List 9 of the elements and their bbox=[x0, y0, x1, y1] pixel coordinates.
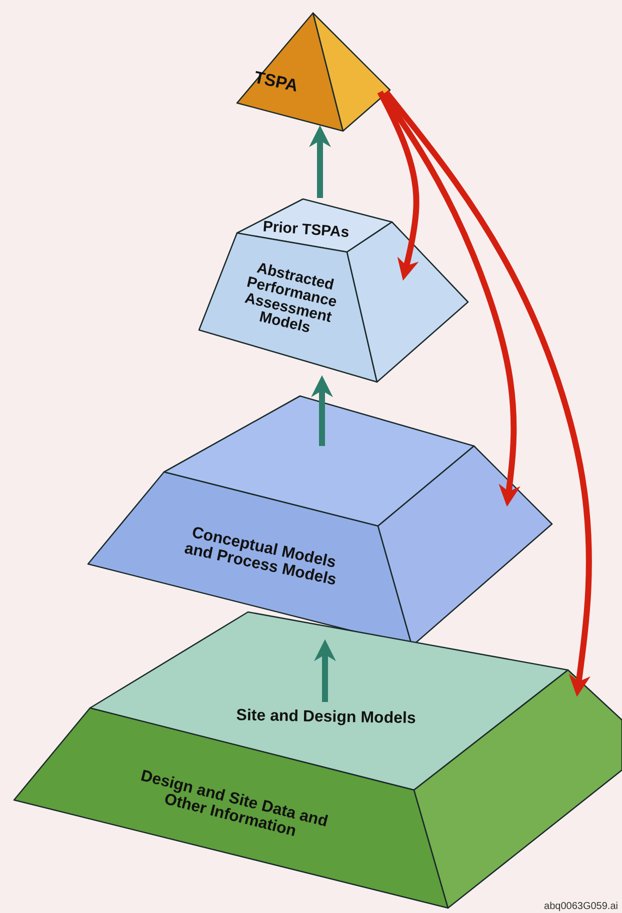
arrow bbox=[314, 639, 336, 702]
layer-label: TSPA bbox=[252, 66, 301, 98]
arrow bbox=[311, 375, 333, 446]
file-name-note: abq0063G059.ai bbox=[544, 901, 618, 912]
layer-top-label: Site and Design Models bbox=[235, 708, 417, 728]
arrow bbox=[377, 90, 420, 281]
arrow bbox=[384, 90, 592, 697]
layer-top-label: Prior TSPAs bbox=[261, 218, 351, 242]
arrow bbox=[309, 125, 331, 198]
